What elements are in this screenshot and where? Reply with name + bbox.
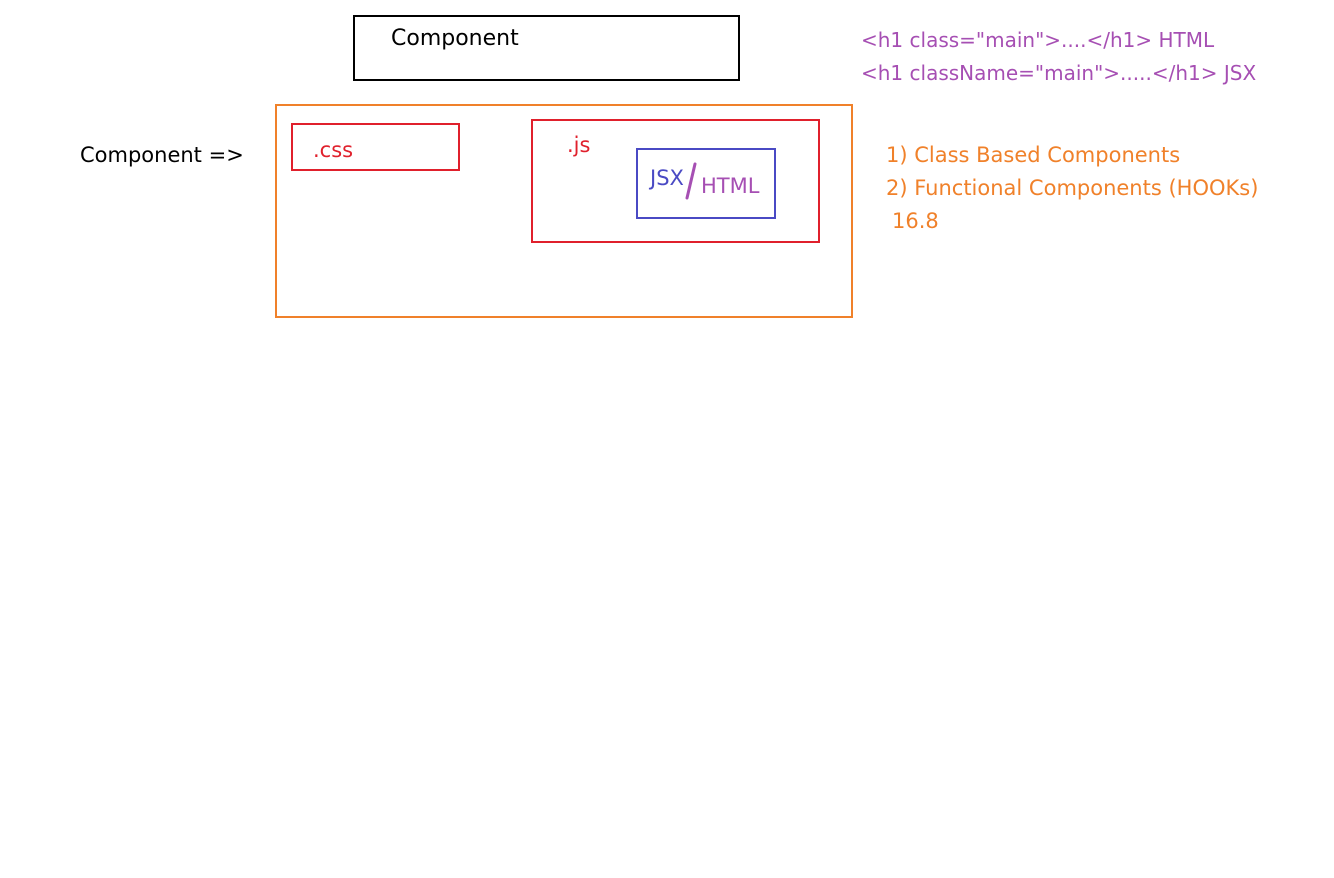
title-label: Component	[391, 26, 519, 51]
html-label: HTML	[701, 174, 760, 198]
component-type-class: 1) Class Based Components	[886, 143, 1181, 167]
js-file-box	[531, 119, 820, 243]
jsx-html-box	[636, 148, 776, 219]
css-file-box	[291, 123, 460, 171]
component-outer-box	[275, 104, 853, 318]
component-type-functional: 2) Functional Components (HOOKs)	[886, 176, 1259, 200]
slash-divider-mark	[685, 162, 697, 200]
code-note-html: <h1 class="main">....</h1> HTML	[861, 28, 1215, 52]
css-file-label: .css	[313, 138, 354, 162]
code-note-jsx: <h1 className="main">.....</h1> JSX	[861, 61, 1257, 85]
js-file-label: .js	[567, 133, 591, 157]
jsx-label: JSX	[650, 166, 684, 190]
react-version-note: 16.8	[892, 209, 939, 233]
title-box	[353, 15, 740, 81]
component-arrow-label: Component =>	[80, 143, 244, 167]
